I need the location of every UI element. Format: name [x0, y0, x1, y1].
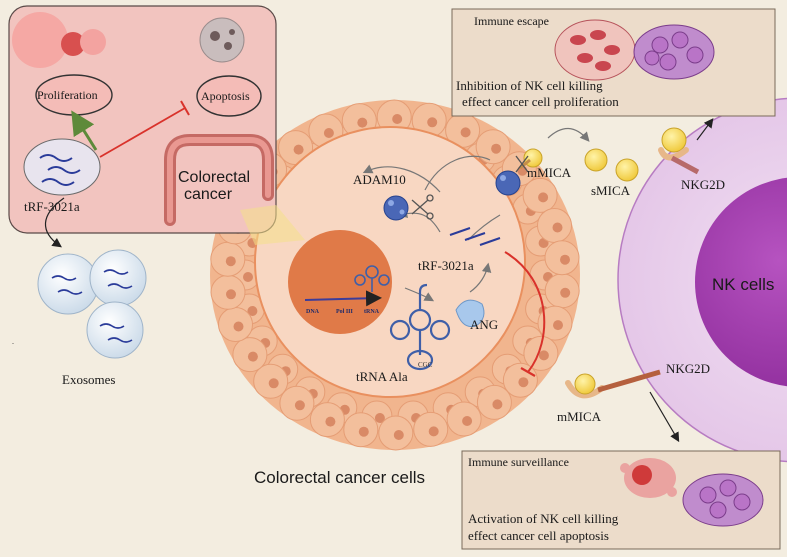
exosomes-group — [37, 249, 147, 359]
tumor-cell-nucleus — [323, 128, 334, 138]
tumor-cell-nucleus — [247, 351, 258, 362]
tumor-cell-nucleus — [268, 378, 279, 389]
tumor-cell-nucleus — [243, 272, 253, 282]
ang-enzyme — [455, 299, 485, 328]
apoptosis-label: Apoptosis — [201, 89, 250, 103]
adam10-label: ADAM10 — [353, 172, 406, 187]
trna-cloverleaf — [389, 283, 451, 371]
mica-ligands — [519, 127, 700, 399]
inset-top-left — [8, 5, 277, 234]
tumor-cell-nucleus — [491, 143, 502, 154]
ang-label: ANG — [470, 317, 499, 332]
tumor-cell-nucleus — [294, 400, 305, 411]
tumor-cell-nucleus — [226, 289, 236, 300]
tumor-cell-nucleus — [247, 306, 258, 316]
exosomes-label: Exosomes — [62, 372, 116, 387]
tumor-cell-nucleus — [462, 416, 473, 426]
tumor-cell-nucleus — [492, 399, 503, 410]
tumor-cell-nucleus — [374, 413, 385, 423]
tumor-cell-nucleus — [552, 222, 563, 233]
tumor-cell-nucleus — [225, 256, 236, 267]
tumor-cell-nucleus — [392, 114, 403, 124]
cgc-label: CGC — [418, 361, 433, 369]
tumor-cell-nucleus — [427, 117, 438, 128]
tumor-cell-nucleus — [538, 350, 549, 361]
immune-surveillance-box — [461, 450, 781, 550]
immune-escape-line1: Inhibition of NK cell killing — [456, 78, 603, 93]
svg-text:.: . — [12, 337, 14, 346]
nk-cells-label: NK cells — [712, 275, 775, 294]
tumor-cell-nucleus — [428, 426, 439, 437]
immune-surveillance-title: Immune surveillance — [468, 455, 569, 469]
tumor-cluster — [210, 99, 580, 451]
tumor-cell-nucleus — [357, 117, 368, 128]
cancer-label: cancer — [184, 186, 233, 203]
trf-3021a-label: tRF-3021a — [24, 199, 80, 214]
immune-escape-title: Immune escape — [474, 14, 549, 28]
smica-label: sMICA — [591, 183, 631, 198]
adam10-enzyme — [383, 170, 521, 221]
colorectal-label: Colorectal — [178, 169, 251, 186]
immune-surveillance-line2: effect cancer cell apoptosis — [468, 528, 609, 543]
trf-cell-label: tRF-3021a — [418, 258, 474, 273]
proliferation-label: Proliferation — [37, 88, 98, 102]
nkg2d-bottom-label: NKG2D — [666, 361, 711, 376]
tumor-cell-nucleus — [538, 192, 549, 203]
immune-escape-line2: effect cancer cell proliferation — [462, 94, 619, 109]
colorectal-cancer-cells-caption: Colorectal cancer cells — [254, 468, 426, 487]
tumor-cell-nucleus — [393, 430, 404, 440]
tumor-cell-nucleus — [518, 377, 529, 388]
tumor-cell-nucleus — [233, 321, 244, 332]
dna-label: DNA — [306, 309, 319, 315]
trna-small-label: tRNA — [364, 309, 379, 315]
immune-surveillance-line1: Activation of NK cell killing — [468, 511, 619, 526]
immune-escape-box — [451, 8, 776, 117]
tumor-cell-nucleus — [560, 254, 570, 265]
tumor-cell-nucleus — [293, 144, 304, 155]
trna-ala-label: tRNA Ala — [356, 369, 408, 384]
tumor-cell-nucleus — [325, 416, 336, 427]
tumor-cell-nucleus — [460, 127, 471, 138]
pol-iii-label: Pol III — [336, 309, 353, 315]
nkg2d-top-label: NKG2D — [681, 177, 726, 192]
tumor-cell-nucleus — [553, 320, 563, 331]
tumor-cell-nucleus — [358, 426, 369, 437]
scissors-icon — [411, 155, 529, 220]
tumor-cell-nucleus — [560, 287, 571, 298]
mmica-top-label: mMICA — [527, 165, 572, 180]
nk-cell — [617, 97, 787, 463]
nucleus — [288, 230, 392, 334]
mmica-bottom-label: mMICA — [557, 409, 602, 424]
